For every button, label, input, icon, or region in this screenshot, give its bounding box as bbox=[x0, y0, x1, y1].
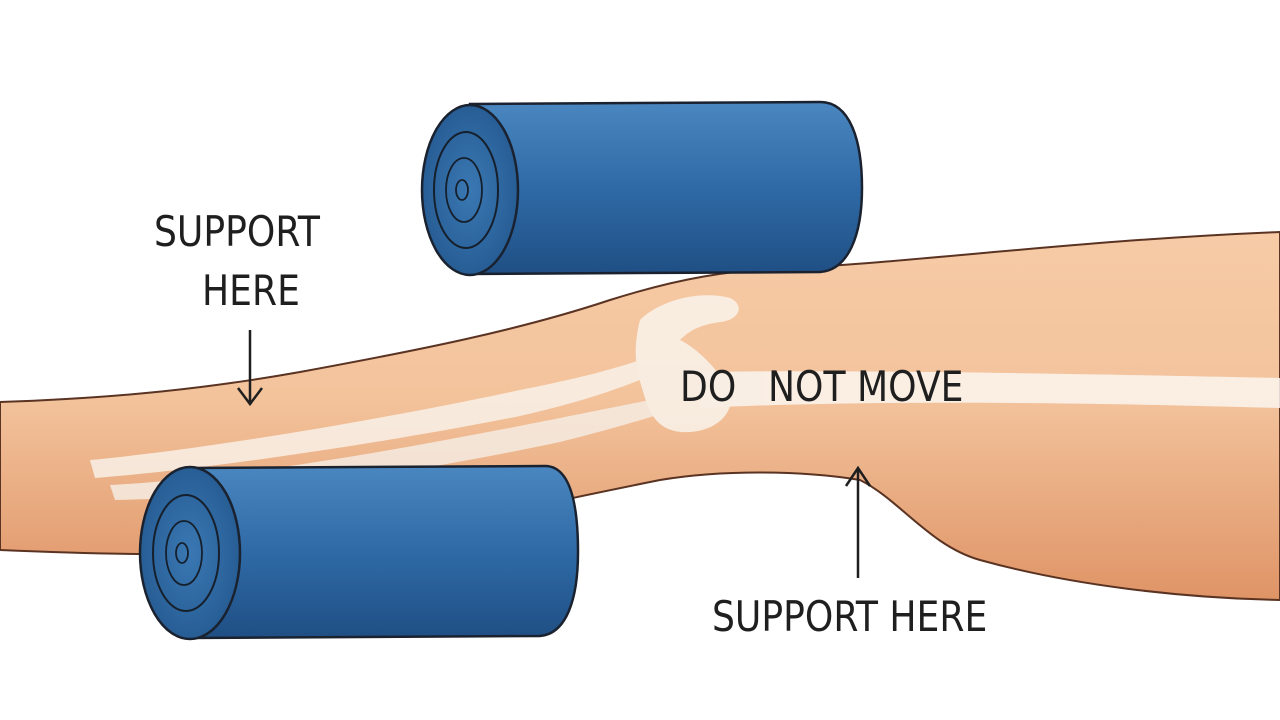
bones bbox=[90, 295, 1280, 500]
support-here-right-label: SUPPORT HERE bbox=[712, 592, 988, 641]
support-here-left-label-line1: SUPPORT bbox=[154, 207, 320, 256]
support-here-left-label-line2: HERE bbox=[202, 266, 300, 315]
arrow-left bbox=[237, 330, 263, 407]
not-move-label: NOT MOVE bbox=[768, 362, 964, 411]
do-label: DO bbox=[680, 362, 737, 411]
roll-top bbox=[420, 100, 864, 277]
arrow-right bbox=[844, 465, 872, 578]
roll-bottom bbox=[138, 464, 580, 641]
